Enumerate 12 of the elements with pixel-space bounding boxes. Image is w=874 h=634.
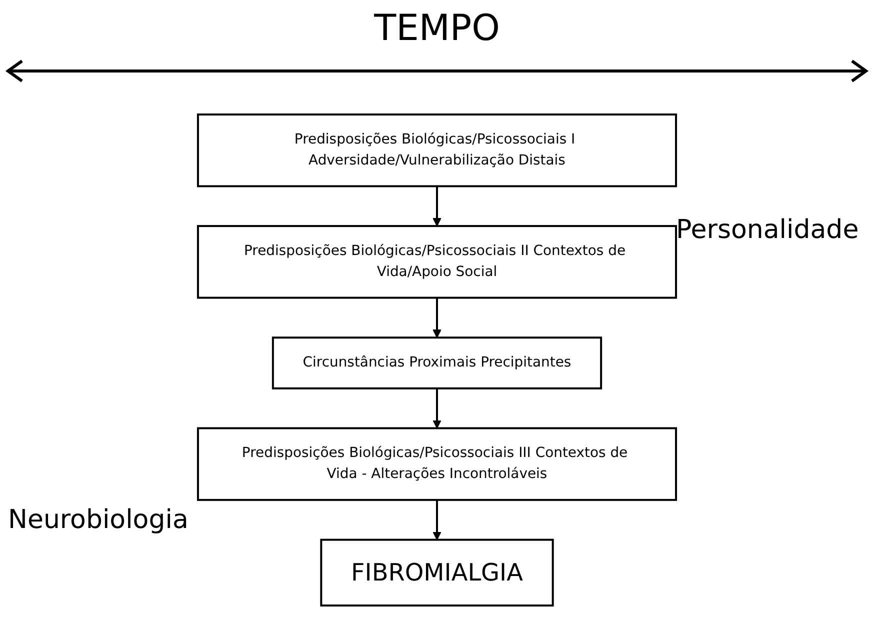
arrow (432, 388, 442, 429)
arrow (432, 186, 442, 226)
node-box: Circunstâncias Proximais Precipitantes (272, 336, 602, 390)
node-box: Predisposições Biológicas/Psicossociais I Adversidade/Vulnerabilização Distais (196, 114, 678, 188)
side-label: Personalidade (676, 215, 859, 245)
title: TEMPO (373, 8, 501, 49)
node-box: Predisposições Biológicas/Psicossociais III Contextos de Vida - Alterações Incontroláveis (196, 427, 678, 501)
node-box: FIBROMIALGIA (320, 538, 554, 606)
arrow (432, 500, 442, 540)
node-box: Predisposições Biológicas/Psicossociais II Contextos de Vida/Apoio Social (196, 225, 678, 299)
arrow (432, 298, 442, 338)
side-label: Neurobiologia (8, 505, 188, 535)
